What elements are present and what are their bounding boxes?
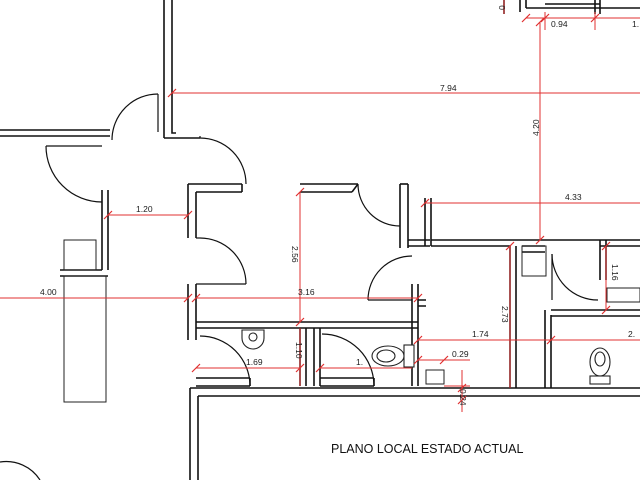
fixtures (241, 329, 611, 385)
dim-label-1-20: 1.20 (136, 204, 153, 214)
dim-label-1-74: 1.74 (472, 329, 489, 339)
dim-label-2-73: 2.73 (500, 306, 510, 323)
dim-label-0-94: 0.94 (551, 19, 568, 29)
dim-label-3-16: 3.16 (298, 287, 315, 297)
toilet-fixture-right (589, 347, 611, 385)
dim-label-partial-0: 0 (497, 5, 507, 10)
dim-label-1-10: 1.10 (294, 342, 304, 359)
plan-title: PLANO LOCAL ESTADO ACTUAL (331, 442, 523, 456)
dim-label-0-24: 0.24 (458, 389, 468, 406)
dim-label-partial-right: 2. (628, 329, 635, 339)
doors (0, 93, 599, 480)
dim-label-partial-1b: 1. (356, 357, 363, 367)
dim-label-1-16: 1.16 (610, 264, 620, 281)
sink-fixture (241, 329, 265, 350)
dim-label-4-33: 4.33 (565, 192, 582, 202)
dim-label-1-69: 1.69 (246, 357, 263, 367)
dim-label-0-29: 0.29 (452, 349, 469, 359)
toilet-fixture (371, 344, 415, 368)
dim-label-7-94: 7.94 (440, 83, 457, 93)
dim-label-partial-top: 1. (632, 19, 639, 29)
dim-label-4-00: 4.00 (40, 287, 57, 297)
dimension-lines (0, 0, 640, 412)
dimension-labels: 0.94 1. 0 7.94 4.20 4.33 1.20 2.56 4.00 … (40, 5, 639, 406)
dim-label-4-20: 4.20 (531, 119, 541, 136)
dim-label-2-56: 2.56 (290, 246, 300, 263)
